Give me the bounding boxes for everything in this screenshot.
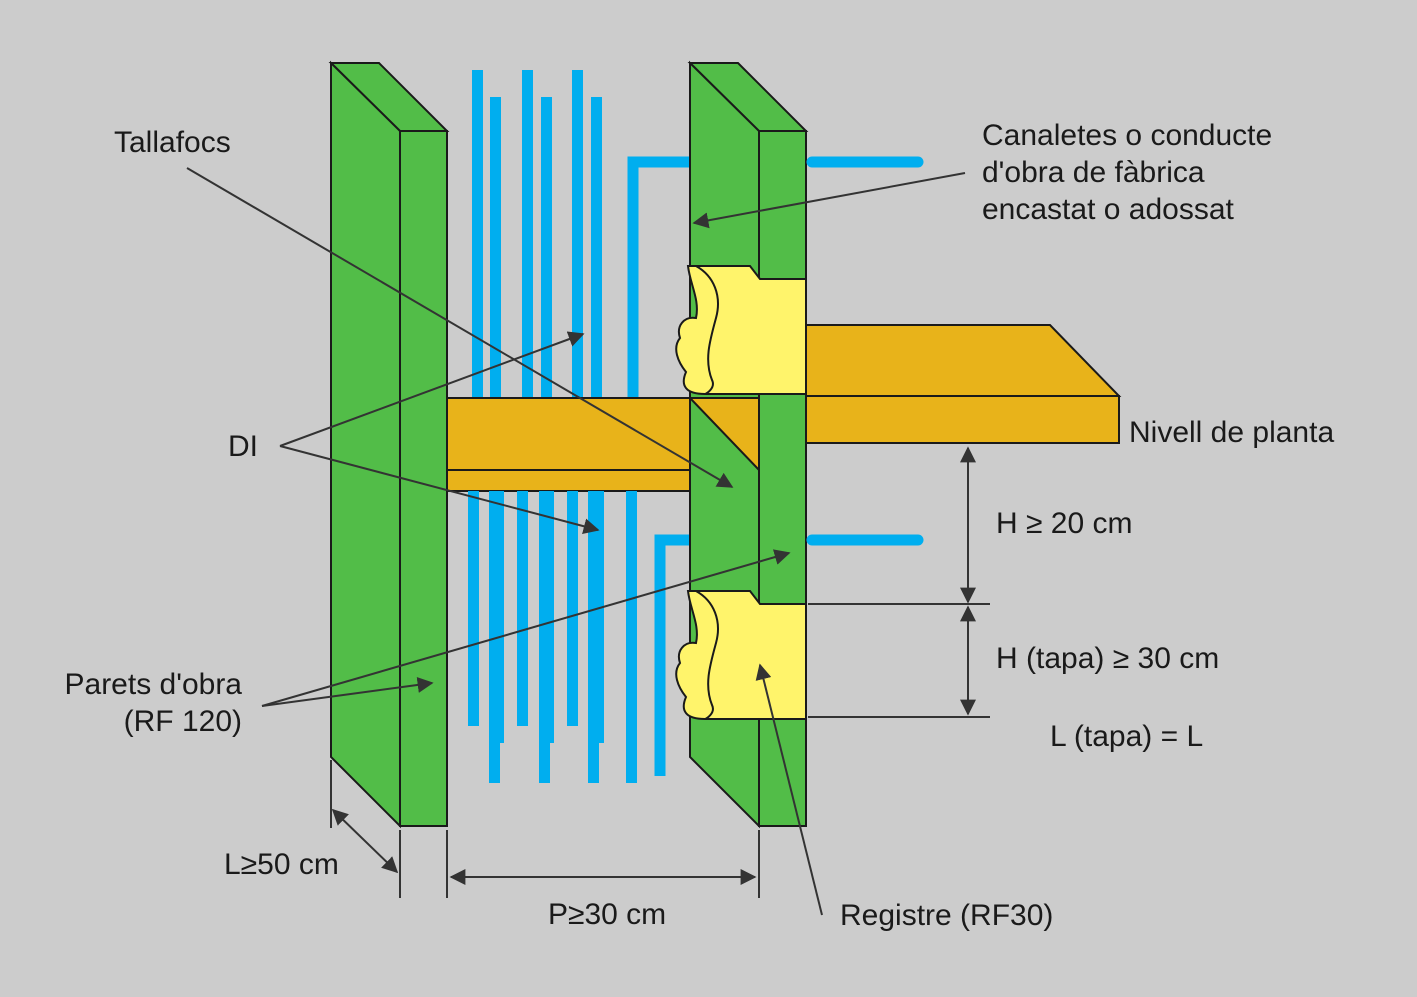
label-h-20: H ≥ 20 cm — [996, 507, 1133, 540]
label-h-tapa: H (tapa) ≥ 30 cm — [996, 642, 1219, 675]
slab-in-wall — [687, 397, 760, 473]
pipes-upper — [472, 70, 602, 450]
pipes-right-outside — [806, 156, 924, 546]
label-canaletes-3: encastat o adossat — [982, 193, 1235, 226]
label-canaletes-1: Canaletes o conducte — [982, 119, 1272, 152]
label-p-30: P≥30 cm — [548, 898, 666, 931]
left-wall — [328, 60, 450, 829]
leader-lines — [186, 167, 966, 916]
label-l-tapa: L (tapa) = L — [1050, 720, 1203, 753]
dimension-lines — [330, 446, 990, 898]
label-l-50: L≥50 cm — [224, 848, 339, 881]
pipes-lower — [468, 491, 637, 783]
label-registre: Registre (RF30) — [840, 899, 1053, 932]
label-tallafocs: Tallafocs — [114, 126, 231, 159]
label-parets-2: (RF 120) — [124, 705, 242, 738]
slab-middle — [446, 397, 762, 492]
label-parets-1: Parets d'obra — [65, 668, 243, 701]
label-canaletes-2: d'obra de fàbrica — [982, 156, 1205, 189]
slab-right — [805, 324, 1122, 444]
label-nivell-de-planta: Nivell de planta — [1129, 416, 1334, 449]
register-upper — [675, 265, 807, 395]
register-lower — [675, 590, 807, 720]
label-di: DI — [228, 430, 258, 463]
